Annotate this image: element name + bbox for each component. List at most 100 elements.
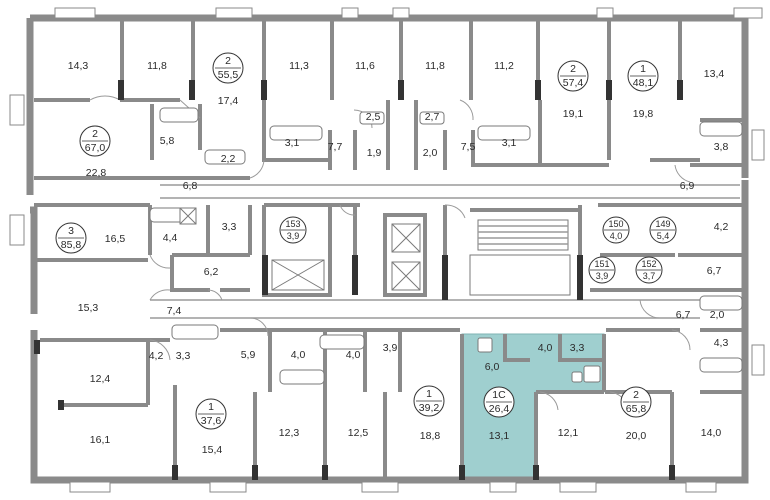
area-label: 20,0 [626,430,647,442]
area-label: 1,9 [367,147,382,159]
area-label: 4,4 [163,232,178,244]
area-label: 4,2 [149,350,164,362]
area-label: 4,0 [291,349,306,361]
apartment-area: 67,0 [85,142,106,154]
area-label: 11,8 [425,60,445,72]
apartment-number: 3 [68,225,74,237]
area-label: 15,4 [202,444,223,456]
area-label: 6,7 [676,309,691,321]
area-label: 3,3 [570,342,585,354]
apartment-area: 57,4 [563,77,584,89]
apartment-tag-1c[interactable]: 1С 26,4 [483,386,515,418]
apartment-number: 2 [225,55,231,67]
apartment-area: 3,9 [596,271,609,281]
area-label: 2,5 [366,111,381,123]
area-labels: 14,3 11,8 17,4 11,3 11,6 11,8 11,2 19,1 … [68,60,729,456]
area-label: 7,5 [461,141,476,153]
bathroom-fixtures [149,107,743,385]
area-label: 11,3 [289,60,309,72]
apartment-number: 151 [594,259,609,269]
apartment-area: 48,1 [633,77,654,89]
area-label: 2,0 [710,309,725,321]
area-label: 17,4 [218,95,239,107]
apartment-tags: 2 55,5 2 57,4 1 48,1 2 67,0 3 85,8 [55,52,677,430]
apartment-number: 153 [285,219,300,229]
apartment-tag[interactable]: 152 3,7 [635,256,663,284]
area-label: 14,3 [68,60,89,72]
area-label: 7,7 [328,141,343,153]
area-label: 12,3 [279,427,300,439]
apartment-number: 1 [208,401,214,413]
staircase [469,219,571,296]
apartment-tag[interactable]: 2 67,0 [79,125,111,157]
area-label: 5,8 [160,135,175,147]
apartment-tag[interactable]: 153 3,9 [279,216,307,244]
area-label: 3,3 [176,350,191,362]
area-label: 11,8 [147,60,167,72]
apartment-tag[interactable]: 150 4,0 [602,216,630,244]
area-label: 13,4 [704,68,725,80]
area-label: 6,2 [204,266,219,278]
area-label: 3,9 [383,342,398,354]
area-label: 14,0 [701,427,722,439]
apartment-area: 26,4 [489,403,510,415]
apartment-tag[interactable]: 1 37,6 [195,398,227,430]
area-label: 19,1 [563,108,584,120]
area-label: 16,1 [90,434,111,446]
apartment-area: 65,8 [626,403,647,415]
pillars [34,80,683,480]
apartment-tag[interactable]: 2 65,8 [620,386,652,418]
highlighted-apartment-1c[interactable] [461,333,605,481]
area-label: 15,3 [78,302,99,314]
apartment-area: 3,9 [287,231,300,241]
area-label: 19,8 [633,108,654,120]
apartment-tag[interactable]: 1 48,1 [627,60,659,92]
area-label: 6,7 [707,265,722,277]
area-label: 3,3 [222,221,237,233]
area-label: 4,2 [714,221,729,233]
area-label: 16,5 [105,233,126,245]
apartment-area: 3,7 [643,271,656,281]
area-label: 3,8 [714,141,729,153]
area-label: 11,6 [355,60,375,72]
area-label: 4,0 [538,342,553,354]
windows [9,7,765,493]
apartment-tag[interactable]: 3 85,8 [55,222,87,254]
apartment-area: 85,8 [61,239,82,251]
area-label: 12,4 [90,373,111,385]
apartment-tag[interactable]: 151 3,9 [588,256,616,284]
area-label: 4,3 [714,337,729,349]
apartment-number: 149 [655,219,670,229]
area-label: 7,4 [167,305,182,317]
apartment-area: 4,0 [610,231,623,241]
area-label: 2,7 [425,111,440,123]
area-label: 22,8 [86,167,107,179]
apartment-tag[interactable]: 149 5,4 [649,216,677,244]
area-label: 6,9 [680,180,695,192]
area-label: 13,1 [489,430,510,442]
area-label: 18,8 [420,430,441,442]
area-label: 3,1 [502,137,517,149]
apartment-number: 2 [633,389,639,401]
apartment-number: 150 [608,219,623,229]
area-label: 11,2 [494,60,514,72]
area-label: 2,0 [423,147,438,159]
apartment-number: 1 [426,388,432,400]
area-label: 2,2 [221,153,236,165]
corridor-lines [150,184,740,319]
apartment-area: 39,2 [419,402,440,414]
apartment-tag[interactable]: 2 55,5 [212,52,244,84]
area-label: 4,0 [346,349,361,361]
area-label: 6,0 [485,361,500,373]
apartment-area: 55,5 [218,69,239,81]
area-label: 12,5 [348,427,369,439]
area-label: 6,8 [183,180,198,192]
apartment-area: 37,6 [201,415,222,427]
apartment-tag[interactable]: 2 57,4 [557,60,589,92]
apartment-tag[interactable]: 1 39,2 [413,385,445,417]
apartment-number: 1С [492,389,506,401]
apartment-number: 2 [570,63,576,75]
area-label: 3,1 [285,137,300,149]
apartment-number: 2 [92,128,98,140]
